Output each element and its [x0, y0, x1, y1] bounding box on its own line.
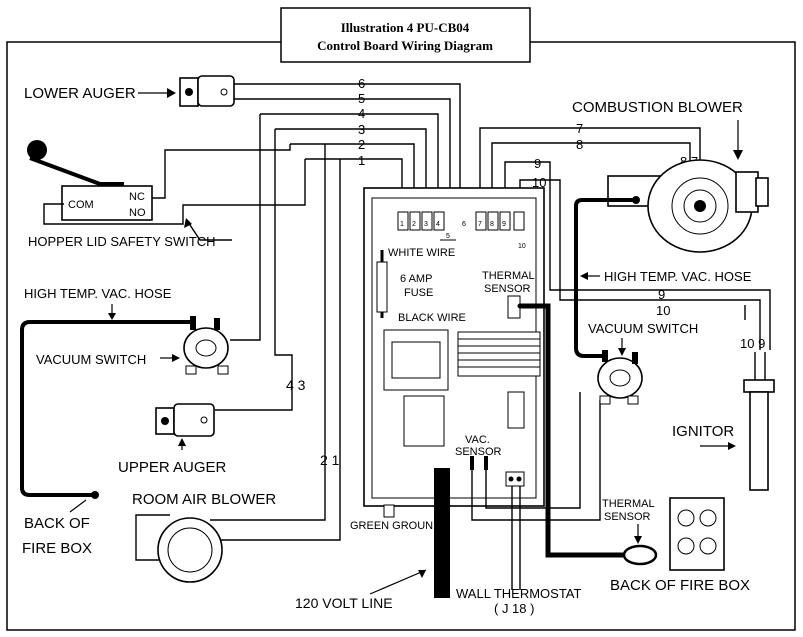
wire-5-label: 5	[358, 91, 365, 106]
wire-4-label: 4	[358, 106, 365, 121]
fuse: WHITE WIRE 6 AMP FUSE BLACK WIRE	[376, 247, 466, 324]
title-line-2: Control Board Wiring Diagram	[317, 38, 493, 53]
terminal-6: 6	[462, 221, 466, 228]
volt-line-label: 120 VOLT LINE	[295, 595, 393, 611]
right-hose-label: HIGH TEMP. VAC. HOSE	[604, 269, 752, 284]
right-vacuum-switch-label: VACUUM SWITCH	[588, 321, 698, 336]
left-fire-box-label: FIRE BOX	[22, 540, 92, 557]
right-10-label: 10	[656, 303, 670, 318]
left-vacuum-switch-label: VACUUM SWITCH	[36, 352, 146, 367]
terminal-4: 4	[436, 221, 440, 228]
wire-8-label: 8	[576, 137, 583, 152]
j18-label: ( J 18 )	[494, 601, 534, 616]
terminal-strip: 1 2 3 4 5 6 7 8 9 10	[397, 211, 526, 250]
nc-label: NC	[129, 191, 145, 203]
wire-6-label: 6	[358, 76, 365, 91]
left-hose-label: HIGH TEMP. VAC. HOSE	[24, 286, 172, 301]
hopper-switch-label: HOPPER LID SAFETY SWITCH	[28, 234, 216, 249]
terminal-3: 3	[424, 221, 428, 228]
fuse-label-1: 6 AMP	[400, 273, 432, 285]
wire-3-label: 3	[358, 122, 365, 137]
lower-auger-label: LOWER AUGER	[24, 85, 136, 102]
white-wire-label: WHITE WIRE	[388, 247, 455, 259]
board-thermal-label-2: SENSOR	[484, 283, 531, 295]
upper-auger: UPPER AUGER	[118, 403, 227, 476]
vac-sensor-label-1: VAC.	[465, 434, 490, 446]
green-ground-label: GREEN GROUND	[350, 520, 441, 532]
board-thermal-label-1: THERMAL	[482, 270, 535, 282]
back-of-fire-box-label: BACK OF FIRE BOX	[610, 577, 750, 594]
combustion-blower-label: COMBUSTION BLOWER	[572, 99, 743, 116]
title-line-1: Illustration 4 PU-CB04	[341, 20, 470, 35]
terminal-9: 9	[502, 221, 506, 228]
black-wire-label: BLACK WIRE	[398, 312, 466, 324]
left-back-of-label: BACK OF	[24, 515, 90, 532]
firebox-thermal-label-1: THERMAL	[602, 498, 655, 510]
terminal-7: 7	[478, 221, 482, 228]
ign-109-label: 10 9	[740, 336, 765, 351]
hopper-lid-switch: NC NO COM HOPPER LID SAFETY SWITCH	[27, 140, 232, 249]
room-air-blower-label: ROOM AIR BLOWER	[132, 491, 276, 508]
terminal-2: 2	[412, 221, 416, 228]
right-9-label: 9	[658, 287, 665, 302]
wire-2-label: 2	[358, 137, 365, 152]
firebox-thermal-label-2: SENSOR	[604, 511, 651, 523]
right-fire-box: THERMAL SENSOR BACK OF FIRE BOX	[602, 497, 750, 594]
wire-9-label: 9	[534, 156, 541, 171]
terminal-5: 5	[446, 233, 450, 240]
upper-auger-label: UPPER AUGER	[118, 459, 227, 476]
component-bank	[457, 331, 541, 429]
terminal-1: 1	[400, 221, 404, 228]
lower-auger: LOWER AUGER	[24, 75, 235, 107]
terminal-10: 10	[518, 243, 526, 250]
ignitor-label: IGNITOR	[672, 423, 734, 440]
room-air-blower: ROOM AIR BLOWER 2 1	[132, 452, 340, 583]
no-label: NO	[129, 207, 146, 219]
right-vacuum-assembly: HIGH TEMP. VAC. HOSE 9 10 VACUUM SWITCH	[574, 198, 752, 405]
com-label: COM	[68, 199, 94, 211]
vac-sensor-label-2: SENSOR	[455, 446, 502, 458]
room-21-label: 2 1	[320, 452, 340, 468]
volt-line-cable: 120 VOLT LINE	[295, 468, 450, 611]
title-box: Illustration 4 PU-CB04 Control Board Wir…	[280, 7, 531, 63]
control-board: 1 2 3 4 5 6 7 8 9 10 WHITE WIRE 6 AMP FU…	[350, 187, 545, 532]
fuse-label-2: FUSE	[404, 287, 433, 299]
left-vacuum-assembly: HIGH TEMP. VAC. HOSE VACUUM SWITCH 4 3	[20, 286, 306, 499]
wire-1-label: 1	[358, 153, 365, 168]
ignitor: 10 9 IGNITOR	[672, 336, 775, 491]
wall-thermostat-label: WALL THERMOSTAT	[456, 586, 581, 601]
combustion-blower: COMBUSTION BLOWER 8 7	[572, 99, 769, 253]
vac-43-label: 4 3	[286, 377, 306, 393]
terminal-8: 8	[490, 221, 494, 228]
wire-bundle-7-10	[479, 127, 771, 350]
wire-10-label: 10	[532, 175, 546, 190]
